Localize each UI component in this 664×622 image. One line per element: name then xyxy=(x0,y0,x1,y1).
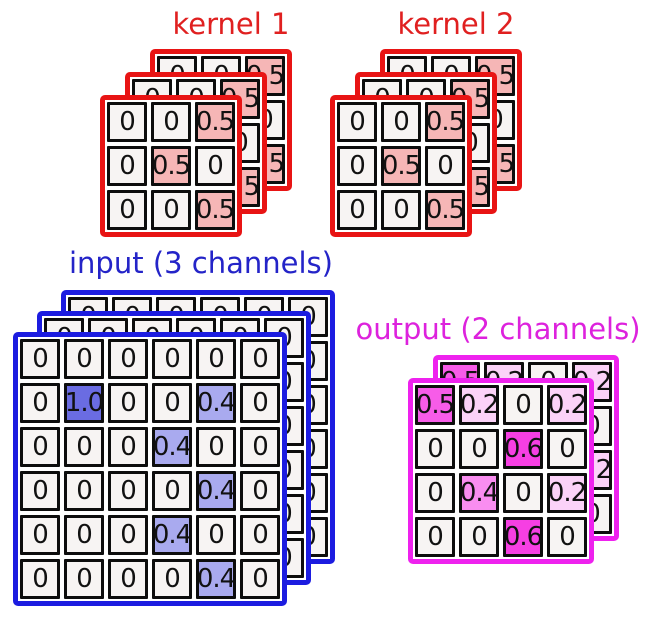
input-cell: 0 xyxy=(240,339,280,379)
output-cell: 0.2 xyxy=(459,385,499,425)
output-cell: 0 xyxy=(415,429,455,469)
kernel-1-cell: 0 xyxy=(107,190,147,230)
input-cell: 0 xyxy=(20,515,60,555)
kernel-1-cell: 0 xyxy=(107,146,147,186)
kernel-2-cell: 0 xyxy=(381,102,421,142)
input-cell: 0 xyxy=(152,383,192,423)
output-cell: 0 xyxy=(415,473,455,513)
input-cell: 0 xyxy=(240,559,280,599)
kernel-1-cell: 0 xyxy=(107,102,147,142)
output-cell: 0.5 xyxy=(415,385,455,425)
kernel-2-cell: 0 xyxy=(381,190,421,230)
input-cell: 0 xyxy=(196,515,236,555)
output-cell: 0 xyxy=(459,517,499,557)
input-cell: 0 xyxy=(20,559,60,599)
input-cell: 0 xyxy=(152,559,192,599)
output-cell: 0 xyxy=(547,429,587,469)
input-cell: 0 xyxy=(20,471,60,511)
input-cell: 0 xyxy=(108,339,148,379)
input-cell: 0 xyxy=(196,427,236,467)
input-cell: 0 xyxy=(64,515,104,555)
input-cell: 0.4 xyxy=(152,515,192,555)
output-cell: 0 xyxy=(503,385,543,425)
input-cell: 0 xyxy=(108,427,148,467)
input-cell: 0 xyxy=(20,427,60,467)
output-cell: 0.4 xyxy=(459,473,499,513)
input-cell: 0 xyxy=(152,471,192,511)
output-cell: 0 xyxy=(547,517,587,557)
input-cell: 0 xyxy=(64,471,104,511)
kernel-2-cell: 0.5 xyxy=(425,102,465,142)
input-cell: 0.4 xyxy=(152,427,192,467)
input-cell: 1.0 xyxy=(64,383,104,423)
kernel-2-title: kernel 2 xyxy=(397,7,515,41)
input-cell: 0 xyxy=(20,339,60,379)
kernel-2-cell: 0.5 xyxy=(381,146,421,186)
input-cell: 0 xyxy=(64,427,104,467)
kernel-2-cell: 0 xyxy=(337,146,377,186)
input-cell: 0 xyxy=(152,339,192,379)
input-title: input (3 channels) xyxy=(69,246,333,280)
input-cell: 0.4 xyxy=(196,471,236,511)
input-cell: 0 xyxy=(240,383,280,423)
output-cell: 0.2 xyxy=(547,473,587,513)
output-cell: 0.6 xyxy=(503,517,543,557)
input-cell: 0 xyxy=(64,559,104,599)
input-cell: 0 xyxy=(240,471,280,511)
input-cell: 0 xyxy=(196,339,236,379)
kernel-1-cell: 0.5 xyxy=(195,102,235,142)
output-cell: 0 xyxy=(415,517,455,557)
kernel-1-cell: 0 xyxy=(151,102,191,142)
output-title: output (2 channels) xyxy=(355,312,641,346)
kernel-2-cell: 0.5 xyxy=(425,190,465,230)
input-cell: 0 xyxy=(240,427,280,467)
output-cell: 0 xyxy=(503,473,543,513)
kernel-1-cell: 0 xyxy=(151,190,191,230)
input-cell: 0 xyxy=(108,559,148,599)
input-cell: 0 xyxy=(64,339,104,379)
input-cell: 0.4 xyxy=(196,383,236,423)
kernel-2-cell: 0 xyxy=(337,102,377,142)
output-cell: 0.6 xyxy=(503,429,543,469)
input-cell: 0 xyxy=(108,383,148,423)
kernel-1-cell: 0 xyxy=(195,146,235,186)
input-cell: 0 xyxy=(108,471,148,511)
kernel-1-cell: 0.5 xyxy=(151,146,191,186)
input-cell: 0.4 xyxy=(196,559,236,599)
kernel-1-title: kernel 1 xyxy=(172,7,290,41)
output-cell: 0.2 xyxy=(547,385,587,425)
input-cell: 0 xyxy=(240,515,280,555)
output-cell: 0 xyxy=(459,429,499,469)
kernel-2-cell: 0 xyxy=(425,146,465,186)
kernel-2-cell: 0 xyxy=(337,190,377,230)
kernel-1-cell: 0.5 xyxy=(195,190,235,230)
input-cell: 0 xyxy=(20,383,60,423)
input-cell: 0 xyxy=(108,515,148,555)
